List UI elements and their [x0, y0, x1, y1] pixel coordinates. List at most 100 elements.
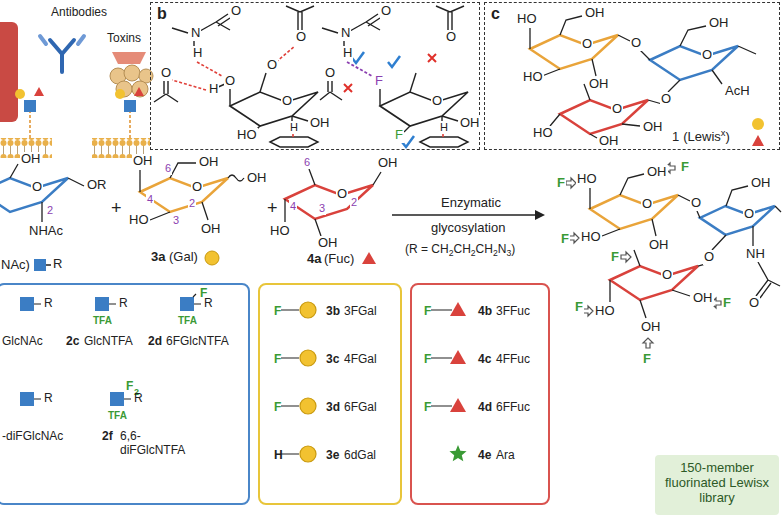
structure-label: H	[342, 46, 353, 61]
reaction-scheme	[34, 259, 46, 271]
reaction-scheme	[285, 169, 381, 236]
interaction-structures	[352, 52, 414, 147]
node-text: 2d	[148, 335, 162, 349]
reaction-scheme	[566, 163, 721, 348]
structure-label: O	[703, 250, 715, 265]
structure-label: HO	[236, 128, 258, 143]
structure-label: OH	[640, 320, 662, 335]
reaction-scheme	[698, 186, 781, 298]
structure-label: O	[230, 4, 242, 19]
derivative-symbols	[450, 302, 466, 412]
structure-label: F	[680, 160, 690, 175]
structure-label: H	[192, 46, 203, 61]
node-text: 150-member fluorinated Lewisx library	[661, 461, 773, 506]
structure-label: O	[324, 66, 336, 81]
reaction-scheme	[140, 163, 244, 220]
structure-label: OH	[646, 165, 668, 180]
interaction-structures	[154, 6, 468, 147]
interaction-structures	[322, 14, 380, 46]
reaction-scheme	[0, 178, 68, 212]
structure-label: O	[661, 268, 673, 283]
structure-label: OH	[200, 222, 222, 237]
interaction-structures	[442, 134, 444, 138]
structure-label: (Fuc)	[323, 252, 355, 267]
node-text: R	[134, 392, 143, 406]
structure-label: OH	[692, 291, 714, 306]
structure-label: OH	[584, 6, 606, 21]
glcnac-derivative-box: RGlcNAcTFAR2cGlcNTFAFTFAR2d6FGlcNTFAR-di…	[0, 283, 250, 505]
structure-label: O	[336, 187, 348, 202]
node-text: R	[204, 297, 213, 311]
interaction-structures	[286, 6, 314, 30]
derivative-symbols	[300, 350, 316, 366]
reaction-scheme	[700, 206, 775, 235]
structure-label: OH	[648, 238, 670, 253]
node-text: 3b	[326, 305, 340, 319]
cell-illustration	[30, 112, 130, 138]
structure-label: F	[560, 232, 570, 247]
structure-label: HO	[576, 172, 598, 187]
reaction-scheme	[569, 233, 579, 243]
interaction-structures	[320, 81, 342, 100]
structure-label: O	[701, 48, 713, 63]
lewis-x-structure	[530, 16, 650, 76]
reaction-scheme	[205, 251, 219, 265]
node-text: Ara	[496, 449, 515, 463]
node-text: 4c	[478, 353, 491, 367]
structure-label: AcH	[724, 84, 751, 99]
interaction-structures	[380, 92, 468, 126]
lewis-x-structure	[752, 118, 764, 130]
structure-label: H	[439, 121, 449, 134]
lewis-x-structure	[650, 46, 738, 80]
structure-label: +	[266, 198, 279, 219]
node-text: R	[44, 297, 53, 311]
structure-label: O	[445, 30, 457, 45]
structure-label: 4a	[306, 252, 322, 267]
structure-label: 4	[146, 193, 154, 206]
formula-part: 3	[506, 248, 511, 258]
cell-illustration	[134, 87, 144, 96]
interaction-structures	[347, 62, 372, 76]
structure-label: 6	[303, 156, 311, 169]
derivative-symbols	[20, 294, 467, 462]
derivative-symbols	[20, 297, 34, 311]
structure-label: OH	[459, 116, 481, 131]
structure-label: O	[295, 30, 307, 45]
cell-illustration	[124, 65, 140, 81]
structure-label: R	[52, 257, 63, 272]
reaction-scheme	[392, 214, 536, 216]
interaction-structures	[230, 92, 318, 126]
derivative-symbols	[180, 297, 194, 311]
structure-label: 3	[172, 214, 180, 227]
node-text: F	[424, 353, 431, 367]
structure-label: O	[431, 94, 443, 109]
reaction-condition: (R = CH2CH2CH2N3)	[405, 242, 515, 259]
structure-label: O	[690, 196, 702, 211]
reaction-scheme	[362, 252, 376, 264]
reaction-scheme	[590, 174, 700, 236]
cell-illustration	[0, 22, 153, 158]
structure-label: F	[556, 176, 566, 191]
node-text: -diFGlcNAc	[2, 430, 63, 444]
structure-label: O	[281, 94, 293, 109]
node-text: 3c	[326, 353, 339, 367]
node-text: H	[274, 449, 283, 463]
node-text: TFA	[108, 410, 127, 422]
node-text: 3FGal	[344, 305, 377, 319]
node-text: GlcNAc	[2, 335, 43, 349]
structure-label: OR	[86, 178, 108, 193]
derivative-symbols	[300, 446, 316, 462]
node-text: 3FFuc	[496, 305, 530, 319]
reaction-scheme	[621, 252, 631, 262]
structure-label: O	[581, 37, 593, 52]
structure-label: OH	[642, 120, 664, 135]
structure-label: NHAc	[28, 224, 64, 239]
node-text: 4d	[478, 401, 492, 415]
node-text: R	[119, 297, 128, 311]
node-text: GlcNTFA	[84, 335, 133, 349]
node-text: F	[274, 401, 281, 415]
derivative-symbols	[20, 297, 194, 406]
formula-part: 2	[449, 248, 454, 258]
formula-part: N	[498, 242, 507, 256]
node-text: 4b	[478, 305, 492, 319]
